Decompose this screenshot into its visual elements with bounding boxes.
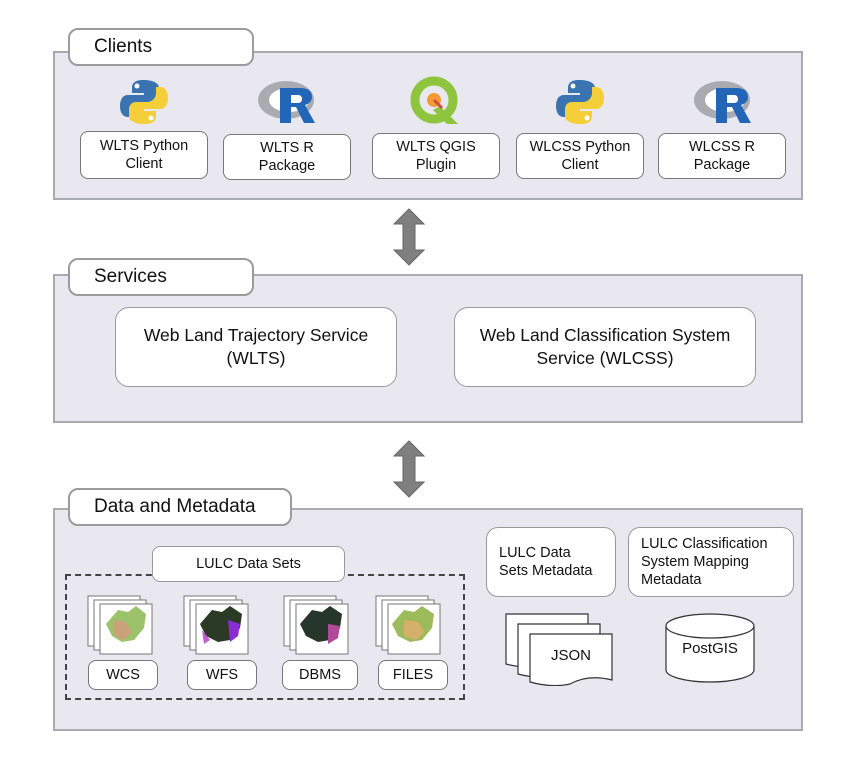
double-arrow-icon [392,208,426,266]
dataset-label: WCS [106,666,140,683]
map-stack-icon [283,595,349,655]
client-label: WLTS R Package [258,139,316,174]
services-title-label: Services [94,266,167,287]
map-stack-icon [375,595,441,655]
client-box-wlts-qgis[interactable]: WLTS QGIS Plugin [372,133,500,179]
client-label: WLCSS R Package [688,138,756,173]
dataset-box-wfs[interactable]: WFS [187,660,257,690]
service-box-wlcss[interactable]: Web Land Classification System Service (… [454,307,756,387]
client-label: WLCSS Python Client [529,138,631,173]
map-stack-icon [87,595,153,655]
database-cylinder-icon [665,613,755,683]
metadata-label: LULC Data Sets Metadata [499,544,593,579]
dataset-label: DBMS [299,666,341,683]
metadata-box-classification[interactable]: LULC Classification System Mapping Metad… [628,527,794,597]
r-logo-icon [258,81,315,123]
dataset-box-wcs[interactable]: WCS [88,660,158,690]
service-label: Web Land Classification System Service (… [479,325,731,368]
python-logo-icon [120,80,168,124]
metadata-label: LULC Classification System Mapping Metad… [641,535,768,589]
python-logo-icon [556,80,604,124]
client-box-wlts-r[interactable]: WLTS R Package [223,134,351,180]
postgis-label: PostGIS [682,640,738,657]
client-box-wlcss-python[interactable]: WLCSS Python Client [516,133,644,179]
dataset-box-files[interactable]: FILES [378,660,448,690]
clients-title-label: Clients [94,36,153,57]
dataset-label: WFS [205,666,239,683]
data-title-label: Data and Metadata [94,496,256,517]
service-box-wlts[interactable]: Web Land Trajectory Service (WLTS) [115,307,397,387]
lulc-datasets-title-label: LULC Data Sets [196,555,301,572]
services-title: Services [68,258,254,296]
json-document-icon [505,613,613,686]
client-box-wlcss-r[interactable]: WLCSS R Package [658,133,786,179]
service-label: Web Land Trajectory Service (WLTS) [143,325,369,368]
data-title: Data and Metadata [68,488,292,526]
dataset-box-dbms[interactable]: DBMS [282,660,358,690]
json-label: JSON [550,647,591,664]
client-label: WLTS QGIS Plugin [396,138,476,173]
r-logo-icon [694,81,751,123]
client-label: WLTS Python Client [99,137,189,172]
qgis-logo-icon [410,76,458,124]
clients-title: Clients [68,28,254,66]
dataset-label: FILES [392,666,434,683]
map-stack-icon [183,595,249,655]
client-box-wlts-python[interactable]: WLTS Python Client [80,131,208,179]
lulc-datasets-title: LULC Data Sets [152,546,345,582]
metadata-box-datasets[interactable]: LULC Data Sets Metadata [486,527,616,597]
double-arrow-icon [392,440,426,498]
